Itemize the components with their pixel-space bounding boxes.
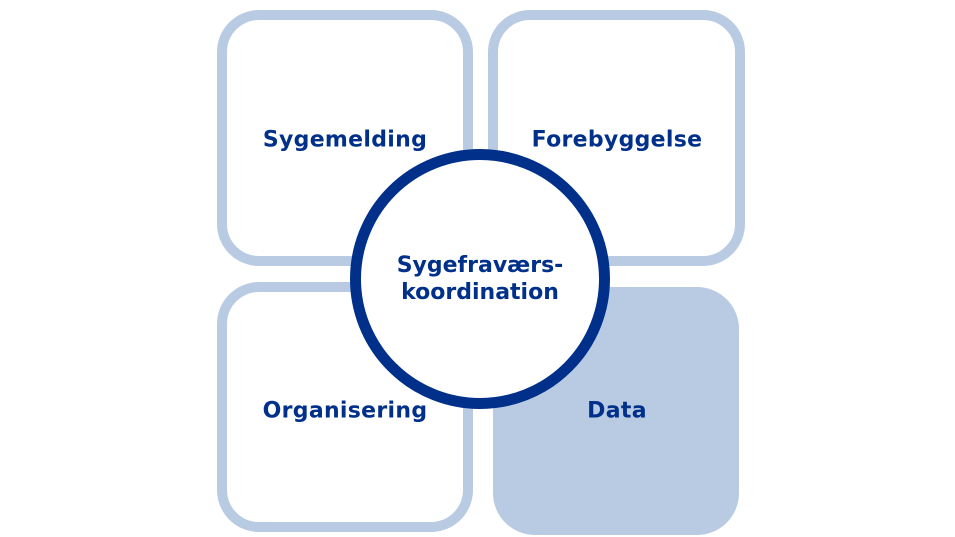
center-label-line1: Sygefraværs- xyxy=(396,253,564,278)
center-label: Sygefraværs- koordination xyxy=(397,252,564,306)
label-data: Data xyxy=(587,398,647,424)
label-forebyggelse: Forebyggelse xyxy=(531,127,703,153)
label-organisering: Organisering xyxy=(262,398,428,424)
label-sygemelding: Sygemelding xyxy=(262,127,428,153)
quadrant-sygemelding xyxy=(217,10,473,266)
center-circle xyxy=(350,149,610,409)
center-label-line2: koordination xyxy=(401,280,559,305)
